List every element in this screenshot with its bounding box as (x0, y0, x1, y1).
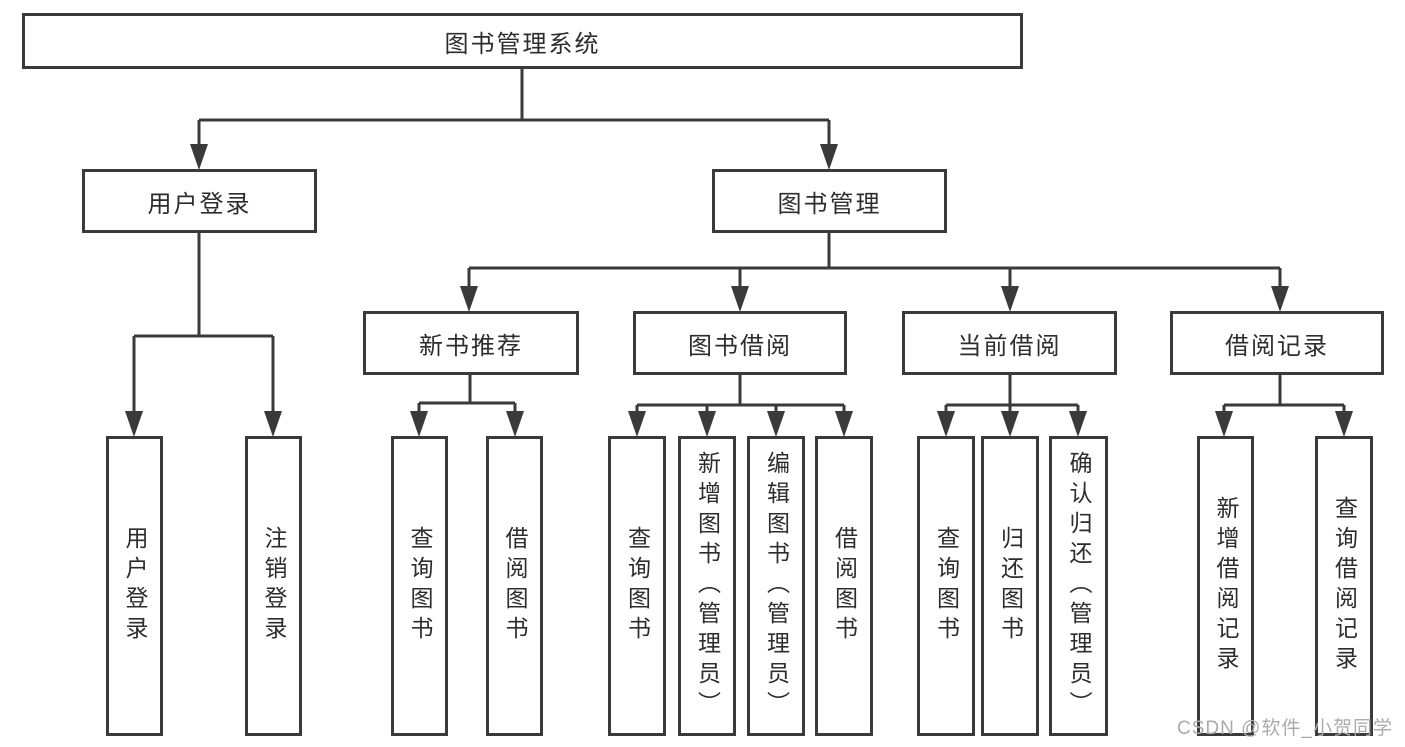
leaf-logout-label: 注销登录 (261, 526, 287, 646)
node-new-book-recommend: 新书推荐 (363, 311, 579, 375)
leaf-borrow-books-recommend: 借阅图书 (486, 436, 543, 736)
node-book-borrowing-label: 图书借阅 (688, 332, 792, 360)
leaf-query-books-recommend-label: 查询图书 (407, 526, 433, 646)
node-new-book-recommend-label: 新书推荐 (419, 332, 523, 360)
leaf-query-borrow-record: 查询借阅记录 (1315, 436, 1373, 736)
leaf-query-books-recommend: 查询图书 (391, 436, 448, 736)
leaf-edit-book-admin-label: 编辑图书（管理员） (763, 451, 790, 721)
node-library-system: 图书管理系统 (22, 13, 1023, 69)
node-library-system-label: 图书管理系统 (444, 30, 601, 58)
leaf-logout: 注销登录 (245, 436, 302, 736)
leaf-add-book-admin-label: 新增图书（管理员） (694, 451, 721, 721)
leaf-query-books-current-label: 查询图书 (933, 526, 960, 646)
leaf-user-login: 用户登录 (106, 436, 163, 736)
leaf-confirm-return-admin-label: 确认归还（管理员） (1066, 451, 1092, 721)
node-current-borrowing-label: 当前借阅 (957, 332, 1062, 360)
leaf-confirm-return-admin: 确认归还（管理员） (1049, 436, 1108, 736)
node-borrowing-records: 借阅记录 (1170, 311, 1384, 375)
leaf-query-books-current: 查询图书 (917, 436, 975, 736)
leaf-return-books: 归还图书 (981, 436, 1039, 736)
leaf-edit-book-admin: 编辑图书（管理员） (747, 436, 805, 736)
leaf-add-book-admin: 新增图书（管理员） (678, 436, 736, 736)
node-borrowing-records-label: 借阅记录 (1225, 332, 1329, 360)
leaf-user-login-label: 用户登录 (122, 526, 148, 646)
watermark: CSDN @软件_小贺同学 (1177, 718, 1393, 739)
node-book-management: 图书管理 (712, 169, 947, 233)
node-current-borrowing: 当前借阅 (902, 311, 1117, 375)
leaf-add-borrow-record: 新增借阅记录 (1197, 436, 1254, 736)
leaf-query-borrow-record-label: 查询借阅记录 (1331, 496, 1358, 676)
leaf-borrow-books-recommend-label: 借阅图书 (502, 526, 528, 646)
node-user-login: 用户登录 (82, 169, 317, 233)
leaf-borrow-books-borrowing-label: 借阅图书 (831, 526, 858, 646)
node-book-management-label: 图书管理 (777, 190, 882, 218)
leaf-add-borrow-record-label: 新增借阅记录 (1213, 496, 1239, 676)
leaf-borrow-books-borrowing: 借阅图书 (815, 436, 873, 736)
node-book-borrowing: 图书借阅 (633, 311, 847, 375)
node-user-login-label: 用户登录 (147, 190, 252, 218)
leaf-return-books-label: 归还图书 (997, 526, 1024, 646)
leaf-query-books-borrowing-label: 查询图书 (624, 526, 651, 646)
leaf-query-books-borrowing: 查询图书 (608, 436, 666, 736)
connector-lines (132, 69, 1346, 414)
